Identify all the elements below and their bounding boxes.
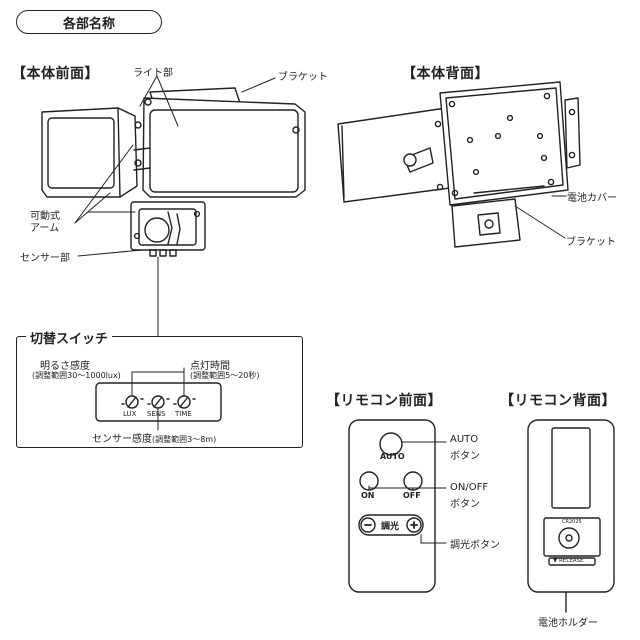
remote-back-drawing bbox=[527, 419, 615, 613]
knob-lux-label: LUX bbox=[123, 410, 137, 418]
body-front-heading: 【本体前面】 bbox=[12, 66, 99, 82]
auto-button-label-line2: ボタン bbox=[450, 451, 480, 462]
brightness-label: 明るさ感度 bbox=[40, 361, 90, 372]
sensor-part-label: センサー部 bbox=[20, 253, 70, 264]
switch-panel bbox=[16, 336, 303, 448]
bracket-back-label: ブラケット bbox=[566, 237, 616, 248]
battery-model-text: CR2025 bbox=[562, 519, 582, 525]
bracket-front-label: ブラケット bbox=[278, 72, 328, 83]
remote-front-drawing bbox=[348, 419, 436, 593]
back-body-illustration bbox=[337, 81, 581, 248]
onoff-button-label-line1: ON/OFF bbox=[450, 482, 489, 493]
on-time-range: (調整範囲5〜20秒) bbox=[190, 371, 260, 380]
arm-label-line1: 可動式 bbox=[30, 211, 60, 222]
page-title: 各部名称 bbox=[16, 10, 162, 34]
front-body-illustration bbox=[41, 87, 306, 257]
body-back-heading: 【本体背面】 bbox=[402, 66, 489, 82]
battery-holder-label: 電池ホルダー bbox=[538, 618, 598, 629]
battery-cover-label: 電池カバー bbox=[567, 193, 617, 204]
switch-heading: 切替スイッチ bbox=[26, 328, 113, 347]
auto-button-label-line1: AUTO bbox=[450, 434, 479, 445]
off-key[interactable]: OFF bbox=[403, 491, 421, 500]
auto-key[interactable]: AUTO bbox=[380, 452, 405, 461]
dim-button-label: 調光ボタン bbox=[450, 540, 500, 551]
arm-label-line2: アーム bbox=[30, 223, 60, 234]
dim-key[interactable]: 調光 bbox=[381, 522, 400, 532]
release-text: ▼ RELEASE bbox=[553, 558, 584, 564]
on-time-label: 点灯時間 bbox=[190, 361, 230, 372]
knob-time-label: TIME bbox=[175, 410, 192, 418]
remote-front-heading: 【リモコン前面】 bbox=[326, 393, 442, 409]
light-part-label: ライト部 bbox=[133, 68, 173, 79]
remote-back-heading: 【リモコン背面】 bbox=[500, 393, 616, 409]
sensor-sensitivity-label: センサー感度(調整範囲3〜8m) bbox=[92, 434, 217, 445]
onoff-button-label-line2: ボタン bbox=[450, 499, 480, 510]
brightness-range: (調整範囲30〜1000lux) bbox=[32, 371, 121, 380]
sensor-range: (調整範囲3〜8m) bbox=[152, 435, 217, 444]
on-key[interactable]: ON bbox=[361, 491, 375, 500]
knob-sens-label: SENS bbox=[147, 410, 166, 418]
